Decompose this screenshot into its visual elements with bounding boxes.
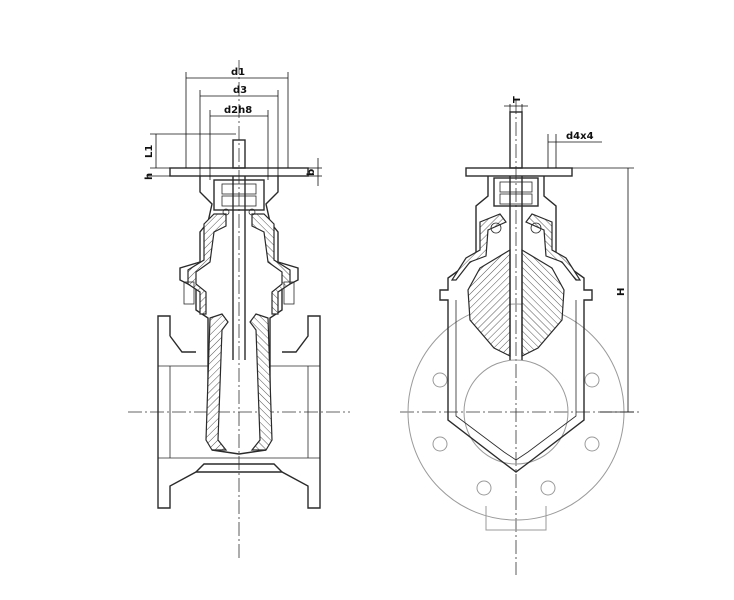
side-bolt-hole [476, 480, 492, 496]
front-bolt-left [183, 281, 195, 305]
side-section-view: T d4x4 H [400, 96, 640, 575]
front-bonnet-outline [179, 176, 299, 440]
side-bottom-leg [485, 506, 547, 531]
side-bonnet-shell-left [450, 213, 507, 281]
side-bolt-hole [540, 480, 556, 496]
side-bolt-hole [584, 372, 600, 388]
side-bore-circle [463, 359, 569, 465]
side-body-inner [455, 300, 577, 461]
label-d1: d1 [231, 67, 245, 78]
front-bonnet-shell-right [251, 213, 291, 315]
side-stem-square [509, 111, 523, 169]
front-body-bottom [195, 463, 283, 473]
front-gland-inner [221, 183, 257, 195]
side-bolt-holes [432, 372, 600, 496]
side-gland-inner [499, 181, 533, 193]
front-bonnet-shell-left [187, 213, 227, 315]
front-gland-box [213, 179, 265, 211]
label-H: H [616, 288, 627, 296]
side-bonnet-shell-right [525, 213, 582, 281]
side-gland-box [493, 177, 539, 207]
label-d2h8: d2h8 [224, 105, 252, 116]
label-h: h [144, 173, 155, 180]
front-gland-inner-2 [221, 195, 257, 207]
label-d3: d3 [233, 85, 247, 96]
front-gate-wedge-right [249, 313, 273, 451]
label-L1: L1 [144, 145, 155, 158]
front-section-view: d1 d3 d2h8 L1 h b [128, 60, 350, 560]
side-top-flange-plate [465, 167, 573, 177]
side-wedge-left [467, 248, 511, 357]
front-gate-bottom [211, 449, 267, 455]
side-bolt-hole [432, 436, 448, 452]
label-b: b [306, 169, 317, 176]
front-gate-wedge-left [205, 313, 229, 451]
side-wedge-right [521, 248, 565, 357]
front-bolt-right [283, 281, 295, 305]
front-oring-right [248, 208, 256, 216]
side-oring-left [490, 222, 502, 234]
label-T: T [512, 96, 523, 103]
side-bolt-hole [584, 436, 600, 452]
side-bolt-hole [432, 372, 448, 388]
front-stem-square [232, 139, 246, 169]
front-oring-left [222, 208, 230, 216]
front-body-outline [157, 315, 321, 509]
side-gland-inner-2 [499, 193, 533, 205]
side-oring-right [530, 222, 542, 234]
label-d4x4: d4x4 [566, 131, 594, 142]
